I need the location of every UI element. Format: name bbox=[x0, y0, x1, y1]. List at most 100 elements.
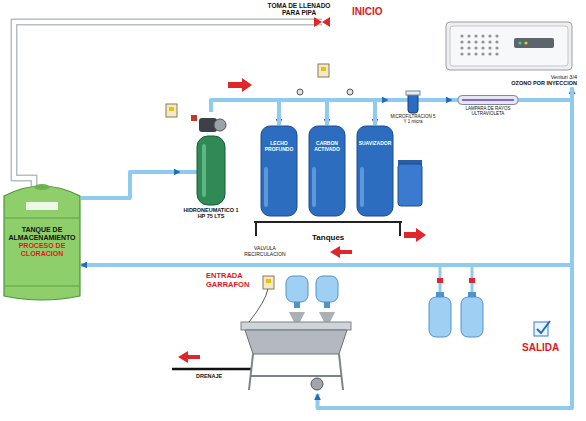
node-shape bbox=[205, 272, 355, 394]
vent-hole bbox=[488, 52, 491, 55]
filter-cap bbox=[406, 91, 420, 95]
pressure-gauge bbox=[347, 89, 353, 95]
text-area: Venturi 3/4OZONO POR INYECCION bbox=[440, 74, 578, 88]
vent-hole bbox=[460, 34, 463, 37]
power-outlet-face bbox=[321, 67, 326, 71]
pressure-gauge bbox=[297, 89, 303, 95]
device-face bbox=[450, 26, 568, 66]
text-area: CARBON ACTIVADO bbox=[308, 125, 346, 154]
vent-hole bbox=[474, 40, 477, 43]
valve-symbol bbox=[469, 278, 475, 283]
tank-body bbox=[357, 126, 393, 216]
node-text: MICROFILTRACION 5 Y 1 micra bbox=[389, 114, 437, 124]
brine-tank bbox=[398, 164, 422, 206]
vent-hole bbox=[488, 34, 491, 37]
vent-hole bbox=[460, 40, 463, 43]
node-picture bbox=[180, 112, 242, 207]
node-text: OZONO POR INYECCION bbox=[441, 80, 577, 86]
tank-highlight bbox=[202, 144, 206, 197]
tank-lid bbox=[34, 184, 50, 190]
pipe-connector bbox=[81, 88, 572, 265]
text-area: ENTRADA GARRAFON bbox=[205, 272, 355, 290]
power-cord bbox=[249, 289, 268, 322]
tank-rib bbox=[5, 218, 79, 286]
uv-lamp: LAMPARA DE RAYOS ULTRAVIOLETA bbox=[452, 94, 524, 117]
output-label: SALIDA bbox=[522, 342, 559, 354]
storage-tank: TANQUE DE ALMACENAMIENTOPROCESO DE CLORA… bbox=[3, 180, 81, 302]
vent-hole bbox=[495, 52, 498, 55]
power-outlet bbox=[318, 64, 329, 77]
vent-hole bbox=[460, 52, 463, 55]
funnel bbox=[289, 312, 305, 322]
micro-filter: MICROFILTRACION 5 Y 1 micra bbox=[388, 90, 438, 125]
vent-hole bbox=[460, 46, 463, 49]
water-bottle bbox=[429, 297, 451, 337]
valve-label: VALVULA RECIRCULACION bbox=[238, 246, 292, 258]
funnel bbox=[319, 312, 335, 322]
pipe-connector bbox=[279, 100, 327, 125]
status-led bbox=[518, 41, 521, 44]
filling-pipe bbox=[440, 265, 472, 292]
power-outlet bbox=[263, 276, 274, 289]
text-area: LECHO PROFUNDO bbox=[260, 125, 298, 154]
uv-light bbox=[462, 99, 514, 101]
node-text: LECHO PROFUNDO bbox=[261, 141, 297, 153]
node-text: SUAVIZADOR bbox=[357, 141, 393, 147]
vent-hole bbox=[495, 40, 498, 43]
drain-label: DRENAJE bbox=[196, 373, 222, 379]
valve-symbol bbox=[437, 278, 443, 283]
sink-basin bbox=[245, 330, 347, 354]
pipe-connector bbox=[524, 88, 572, 100]
vent-hole bbox=[495, 46, 498, 49]
text-area: HIDRONEUMATICO 1 HP 75 LTS bbox=[180, 207, 242, 221]
node-text: CARBON ACTIVADO bbox=[309, 141, 345, 153]
vent-hole bbox=[467, 40, 470, 43]
water-bottle bbox=[286, 276, 308, 302]
hydropneumatic-tank: HIDRONEUMATICO 1 HP 75 LTS bbox=[180, 112, 242, 221]
vent-hole bbox=[481, 40, 484, 43]
tank-highlight bbox=[264, 167, 268, 207]
text-area: LAMPARA DE RAYOS ULTRAVIOLETA bbox=[452, 106, 524, 117]
flow-arrow bbox=[330, 246, 352, 258]
node-text: HIDRONEUMATICO 1 HP 75 LTS bbox=[181, 207, 241, 220]
sink-legs bbox=[249, 354, 343, 390]
tank-logo bbox=[26, 202, 58, 210]
water-bottle bbox=[316, 276, 338, 302]
filter-tank: SUAVIZADOR bbox=[356, 125, 394, 217]
power-outlet-face bbox=[266, 279, 271, 283]
vent-hole bbox=[467, 52, 470, 55]
status-led bbox=[524, 41, 527, 44]
tank-highlight bbox=[360, 167, 364, 207]
node-shape bbox=[308, 125, 346, 217]
pipe-connector bbox=[318, 88, 573, 408]
node-text: TANQUE DE ALMACENAMIENTO bbox=[4, 226, 80, 242]
pump-head bbox=[214, 119, 226, 131]
pipe-connector bbox=[438, 98, 452, 102]
valve-symbol bbox=[314, 17, 330, 27]
vent-hole bbox=[488, 46, 491, 49]
uv-tube bbox=[458, 96, 518, 105]
pressure-switch bbox=[191, 115, 197, 121]
flow-arrow bbox=[228, 78, 252, 92]
sink-rim bbox=[241, 322, 351, 330]
power-outlet bbox=[166, 104, 177, 117]
node-text: Venturi 3/4 bbox=[441, 74, 577, 80]
text-area: MICROFILTRACION 5 Y 1 micra bbox=[388, 114, 438, 125]
vent-hole bbox=[488, 40, 491, 43]
node-text: ENTRADA GARRAFON bbox=[206, 272, 260, 289]
node-picture bbox=[440, 20, 578, 74]
node-text: PROCESO DE CLORACION bbox=[4, 242, 80, 258]
tank-body bbox=[4, 186, 80, 300]
vent-hole bbox=[481, 34, 484, 37]
tank-body bbox=[309, 126, 345, 216]
vent-hole bbox=[495, 34, 498, 37]
vent-hole bbox=[474, 34, 477, 37]
text-area: TANQUE DE ALMACENAMIENTOPROCESO DE CLORA… bbox=[3, 180, 81, 259]
flow-arrow bbox=[404, 228, 426, 242]
node-shape bbox=[260, 125, 298, 217]
flow-arrow bbox=[178, 351, 200, 363]
vent-hole bbox=[474, 46, 477, 49]
bottle-neck bbox=[294, 302, 300, 308]
device-body bbox=[446, 22, 572, 70]
pipe-connector bbox=[81, 172, 180, 198]
